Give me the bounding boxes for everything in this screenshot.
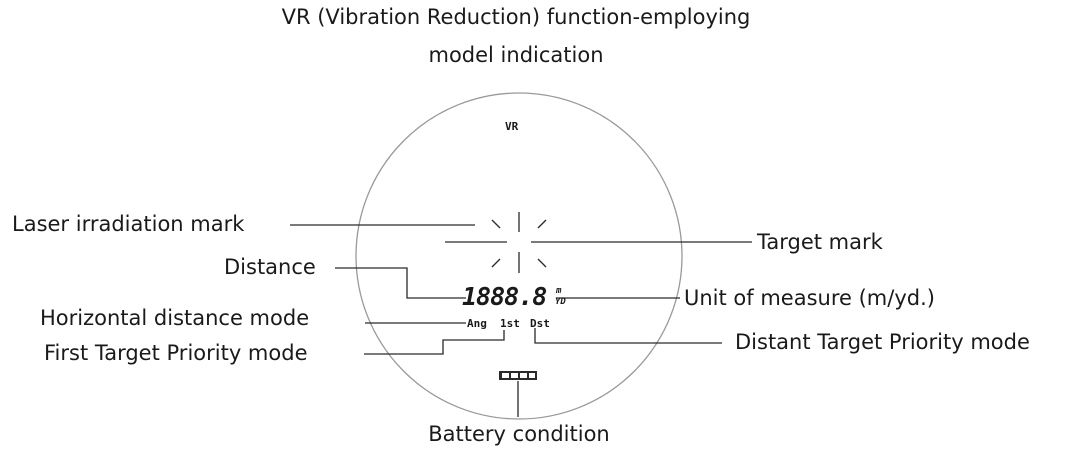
leader-first-target [364,330,505,355]
distance-readout: 1888.8 [462,282,547,311]
label-battery-condition: Battery condition [428,422,610,446]
label-unit-of-measure: Unit of measure (m/yd.) [684,286,935,310]
distant-target-mode-indicator: Dst [530,317,550,330]
battery-icon [499,371,537,380]
first-target-mode-indicator: 1st [500,317,520,330]
horizontal-distance-mode-indicator: Ang [467,317,487,330]
vr-indication-label-line2: model indication [428,43,604,67]
label-distant-target-priority-mode: Distant Target Priority mode [735,330,1030,354]
laser-irradiation-mark [491,219,547,268]
unit-m-indicator: m [556,286,562,296]
leader-lines [290,224,752,417]
label-first-target-priority-mode: First Target Priority mode [44,341,308,365]
vr-indication-label-line1: VR (Vibration Reduction) function-employ… [281,5,751,29]
target-mark-crosshair [445,212,592,273]
label-horizontal-distance-mode: Horizontal distance mode [40,306,310,330]
leader-distance [335,267,466,299]
vr-indicator: VR [505,120,519,133]
unit-yd-indicator: YD [555,297,566,307]
label-laser-irradiation-mark: Laser irradiation mark [12,212,245,236]
viewfinder-circle [355,92,683,420]
label-target-mark: Target mark [757,230,883,254]
leader-distant-target [534,328,722,344]
label-distance: Distance [224,255,316,279]
